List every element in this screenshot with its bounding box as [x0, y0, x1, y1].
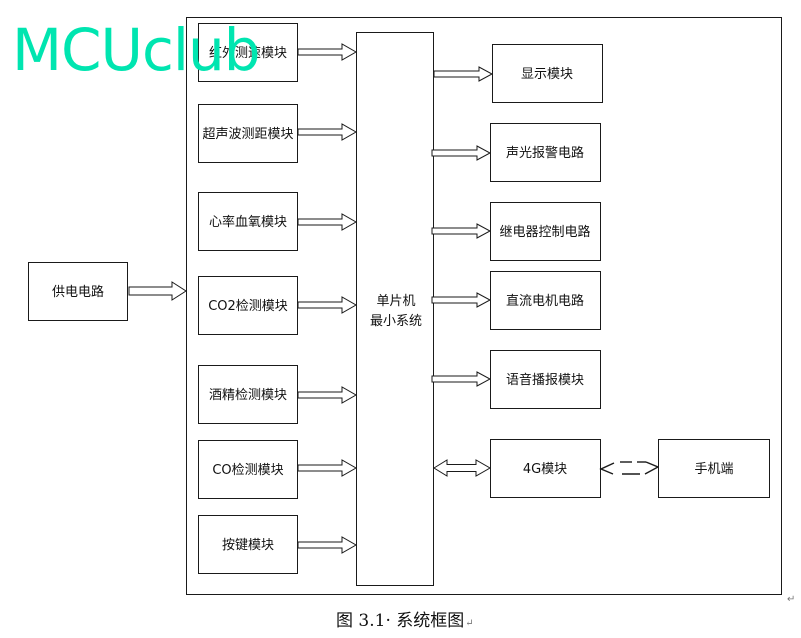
input-arrow: [297, 536, 357, 554]
input-module-co-detection: CO检测模块: [198, 440, 298, 499]
mcuclub-watermark: MCUclub: [12, 16, 261, 84]
mcu-label-line1: 单片机: [376, 294, 415, 309]
wireless-link: [599, 461, 660, 475]
input-module-keypad: 按键模块: [198, 515, 298, 574]
module-label: 红外测速模块: [209, 45, 287, 61]
module-label: 4G模块: [523, 462, 567, 477]
mcu-label-line2: 最小系统: [370, 314, 422, 329]
output-arrow: [431, 223, 491, 239]
power-arrow: [128, 281, 187, 301]
input-arrow: [297, 123, 357, 141]
module-label: CO2检测模块: [208, 299, 288, 314]
output-module-sound-light-alarm: 声光报警电路: [490, 123, 601, 182]
input-arrow: [297, 296, 357, 314]
output-arrow: [431, 371, 491, 387]
input-arrow: [297, 43, 357, 61]
caption-text: 图 3.1· 系统框图: [336, 611, 465, 631]
paragraph-mark-right: ↵: [787, 594, 796, 605]
module-label: CO检测模块: [212, 463, 283, 478]
module-label: 超声波测距模块: [202, 127, 293, 142]
paragraph-mark: ↵: [465, 618, 474, 629]
mcu-block: 单片机 最小系统: [356, 32, 434, 586]
module-label: 酒精检测模块: [209, 388, 287, 403]
input-module-ultrasonic-ranging: 超声波测距模块: [198, 104, 298, 163]
input-module-alcohol-detection: 酒精检测模块: [198, 365, 298, 424]
input-module-co2-detection: CO2检测模块: [198, 276, 298, 335]
module-label: 语音播报模块: [506, 372, 584, 388]
module-label: 按键模块: [222, 538, 274, 553]
module-label: 心率血氧模块: [209, 214, 287, 230]
phone-block: 手机端: [658, 439, 770, 498]
output-module-relay-control: 继电器控制电路: [490, 202, 601, 261]
phone-label: 手机端: [694, 462, 733, 477]
watermark-text: MCUclub: [12, 16, 261, 84]
output-arrow: [431, 145, 491, 161]
module-label: 继电器控制电路: [499, 224, 590, 240]
power-supply-block: 供电电路: [28, 262, 128, 321]
module-label: 直流电机电路: [506, 293, 584, 309]
input-arrow: [297, 386, 357, 404]
bidirectional-arrow-4g: [433, 459, 492, 477]
output-module-dc-motor: 直流电机电路: [490, 271, 601, 330]
output-module-4g: 4G模块: [490, 439, 601, 498]
input-module-infrared-speed: 红外测速模块: [198, 23, 298, 82]
output-arrow: [431, 292, 491, 308]
figure-caption: 图 3.1· 系统框图↵: [336, 606, 474, 631]
outer-frame: [186, 17, 782, 595]
output-arrow: [433, 66, 493, 82]
output-module-voice-broadcast: 语音播报模块: [490, 350, 601, 409]
module-label: 显示模块: [521, 67, 573, 82]
input-arrow: [297, 213, 357, 231]
input-module-heart-rate-spo2: 心率血氧模块: [198, 192, 298, 251]
output-module-display: 显示模块: [492, 44, 603, 103]
module-label: 声光报警电路: [506, 145, 584, 161]
power-supply-label: 供电电路: [52, 284, 104, 300]
input-arrow: [297, 459, 357, 477]
